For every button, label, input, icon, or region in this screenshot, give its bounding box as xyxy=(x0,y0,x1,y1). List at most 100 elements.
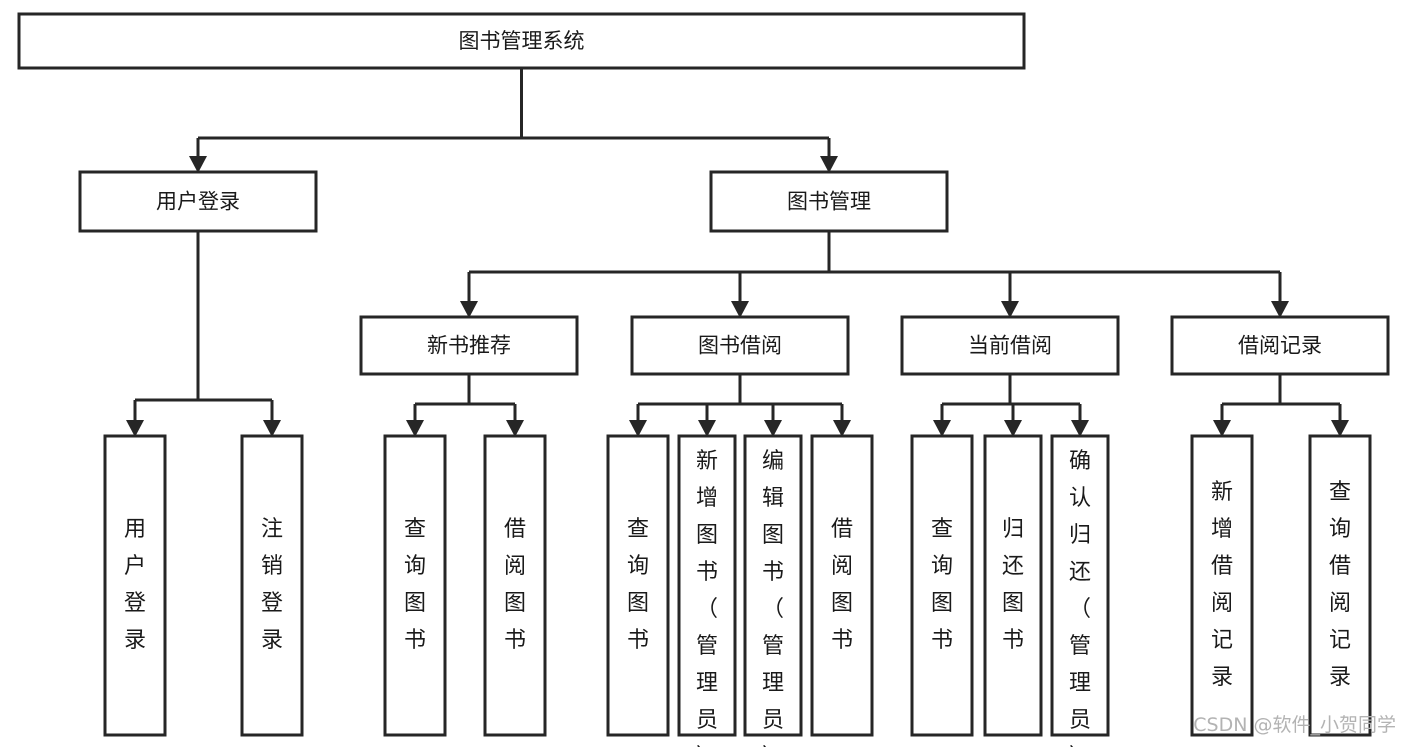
node-label-char: 书 xyxy=(504,628,526,653)
connector-edge-record-to-leaves xyxy=(1213,374,1349,437)
node-label-char: 编 xyxy=(762,449,784,474)
node-label-char: 书 xyxy=(1002,628,1024,653)
node-label-char: 书 xyxy=(762,560,784,585)
node-label-borrow-record: 借阅记录 xyxy=(1238,334,1322,358)
node-label-char: 注 xyxy=(261,517,283,542)
connector-edge-recommend-to-leaves xyxy=(406,374,524,437)
node-label-char: ） xyxy=(696,745,718,747)
node-label-char: 图 xyxy=(1002,591,1024,616)
node-box-new-book-recommend[interactable] xyxy=(359,315,579,376)
arrow-head-icon xyxy=(1213,420,1231,437)
node-label-user-login: 用户登录 xyxy=(156,190,240,214)
node-box-leaf-user-logout[interactable] xyxy=(240,434,304,737)
node-label-char: 理 xyxy=(1069,671,1091,696)
connector-edge-current-to-leaves xyxy=(933,374,1089,437)
node-label-char: 认 xyxy=(1069,486,1091,511)
node-box-current-borrow[interactable] xyxy=(900,315,1120,376)
node-box-leaf-query-book-recommend[interactable] xyxy=(383,434,447,737)
node-label-char: 阅 xyxy=(1211,591,1233,616)
node-label-char: 阅 xyxy=(504,554,526,579)
node-label-char: 书 xyxy=(627,628,649,653)
node-label-char: 图 xyxy=(696,523,718,548)
node-book-manage[interactable]: 图书管理 xyxy=(709,170,949,233)
arrow-head-icon xyxy=(1004,420,1022,437)
arrow-head-icon xyxy=(189,156,207,173)
node-label-char: 图 xyxy=(504,591,526,616)
node-label-char: 询 xyxy=(1329,517,1351,542)
node-label-char: 记 xyxy=(1329,628,1351,653)
node-label-char: 新 xyxy=(696,449,718,474)
arrow-head-icon xyxy=(731,301,749,318)
node-new-book-recommend[interactable]: 新书推荐 xyxy=(359,315,579,376)
node-current-borrow[interactable]: 当前借阅 xyxy=(900,315,1120,376)
node-box-user-login[interactable] xyxy=(78,170,318,233)
node-user-login[interactable]: 用户登录 xyxy=(78,170,318,233)
node-label-char: 阅 xyxy=(831,554,853,579)
node-label-char: 录 xyxy=(261,628,283,653)
node-layer: 图书管理系统用户登录图书管理新书推荐图书借阅当前借阅借阅记录用户登录注销登录查询… xyxy=(17,12,1390,747)
node-borrow-record[interactable]: 借阅记录 xyxy=(1170,315,1390,376)
node-label-char: 员 xyxy=(762,708,784,733)
node-root[interactable]: 图书管理系统 xyxy=(17,12,1026,70)
node-label-char: 阅 xyxy=(1329,591,1351,616)
arrow-head-icon xyxy=(820,156,838,173)
node-label-char: ） xyxy=(762,745,784,747)
node-label-char: （ xyxy=(696,597,718,622)
node-box-book-manage[interactable] xyxy=(709,170,949,233)
node-label-current-borrow: 当前借阅 xyxy=(968,334,1052,358)
node-label-char: 录 xyxy=(1329,665,1351,690)
arrow-head-icon xyxy=(1331,420,1349,437)
node-label-char: 管 xyxy=(1069,634,1091,659)
node-label-char: 图 xyxy=(627,591,649,616)
node-label-char: 查 xyxy=(1329,480,1351,505)
node-box-leaf-query-book-current[interactable] xyxy=(910,434,974,737)
node-label-char: 还 xyxy=(1002,554,1024,579)
node-box-leaf-user-login[interactable] xyxy=(103,434,167,737)
node-label-char: 图 xyxy=(404,591,426,616)
node-label-char: 借 xyxy=(1329,554,1351,579)
arrow-head-icon xyxy=(629,420,647,437)
node-label-char: 增 xyxy=(696,486,718,511)
node-label-char: 查 xyxy=(931,517,953,542)
node-book-borrow[interactable]: 图书借阅 xyxy=(630,315,850,376)
connector-edge-bookmanage-to-level3 xyxy=(460,231,1289,318)
node-box-leaf-borrow-book-borrow[interactable] xyxy=(810,434,874,737)
node-label-char: 理 xyxy=(762,671,784,696)
node-box-borrow-record[interactable] xyxy=(1170,315,1390,376)
node-label-char: 销 xyxy=(261,554,283,579)
node-box-root[interactable] xyxy=(17,12,1026,70)
arrow-head-icon xyxy=(1001,301,1019,318)
node-box-leaf-confirm-return-admin[interactable] xyxy=(1050,434,1110,737)
node-label-root: 图书管理系统 xyxy=(459,29,585,53)
connector-layer xyxy=(126,68,1349,437)
node-label-new-book-recommend: 新书推荐 xyxy=(427,334,511,358)
node-leaf-user-login[interactable]: 用户登录 xyxy=(103,434,167,737)
node-label-char: 归 xyxy=(1002,517,1024,542)
node-label-char: 询 xyxy=(627,554,649,579)
connector-edge-root-to-level2 xyxy=(189,68,838,173)
node-label-char: 增 xyxy=(1211,517,1233,542)
node-box-leaf-return-book[interactable] xyxy=(983,434,1043,737)
node-box-leaf-query-book-borrow[interactable] xyxy=(606,434,670,737)
arrow-head-icon xyxy=(1271,301,1289,318)
node-box-leaf-borrow-book-recommend[interactable] xyxy=(483,434,547,737)
node-label-char: 新 xyxy=(1211,480,1233,505)
node-label-char: 书 xyxy=(931,628,953,653)
node-box-leaf-add-borrow-record[interactable] xyxy=(1190,434,1254,737)
node-box-leaf-edit-book-admin[interactable] xyxy=(743,434,803,737)
node-box-leaf-add-book-admin[interactable] xyxy=(677,434,737,737)
node-box-book-borrow[interactable] xyxy=(630,315,850,376)
node-box-leaf-query-borrow-record[interactable] xyxy=(1308,434,1372,737)
